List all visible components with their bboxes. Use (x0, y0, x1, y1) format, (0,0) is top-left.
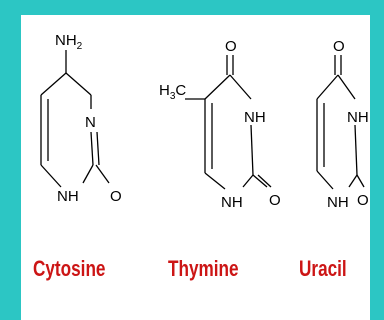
uracil-structure: O NH NH O (316, 38, 369, 211)
uracil-nh-bottom-label: NH (327, 194, 349, 211)
cytosine-ring-n-label: N (85, 114, 96, 131)
content-panel: NH2 N NH O H3C O NH (21, 15, 370, 320)
thymine-nh-bottom-label: NH (221, 194, 243, 211)
uracil-oxygen-bottom-label: O (357, 192, 369, 209)
thymine-structure: H3C O NH NH O (159, 38, 281, 211)
uracil-oxygen-top-label: O (333, 38, 345, 55)
cytosine-name: Cytosine (33, 256, 106, 281)
cytosine-oxygen-label: O (110, 188, 122, 205)
cytosine-structure: NH2 N NH O (40, 32, 122, 205)
thymine-name: Thymine (168, 256, 239, 281)
thymine-nh-ring-label: NH (244, 109, 266, 126)
cytosine-nh-label: NH (57, 188, 79, 205)
thymine-oxygen-top-label: O (225, 38, 237, 55)
thymine-oxygen-bottom-label: O (269, 192, 281, 209)
cytosine-amino-label: NH2 (55, 32, 83, 52)
uracil-nh-ring-label: NH (347, 109, 369, 126)
thymine-methyl-label: H3C (159, 82, 186, 102)
uracil-name: Uracil (299, 256, 347, 281)
structures-diagram: NH2 N NH O H3C O NH (40, 32, 369, 211)
